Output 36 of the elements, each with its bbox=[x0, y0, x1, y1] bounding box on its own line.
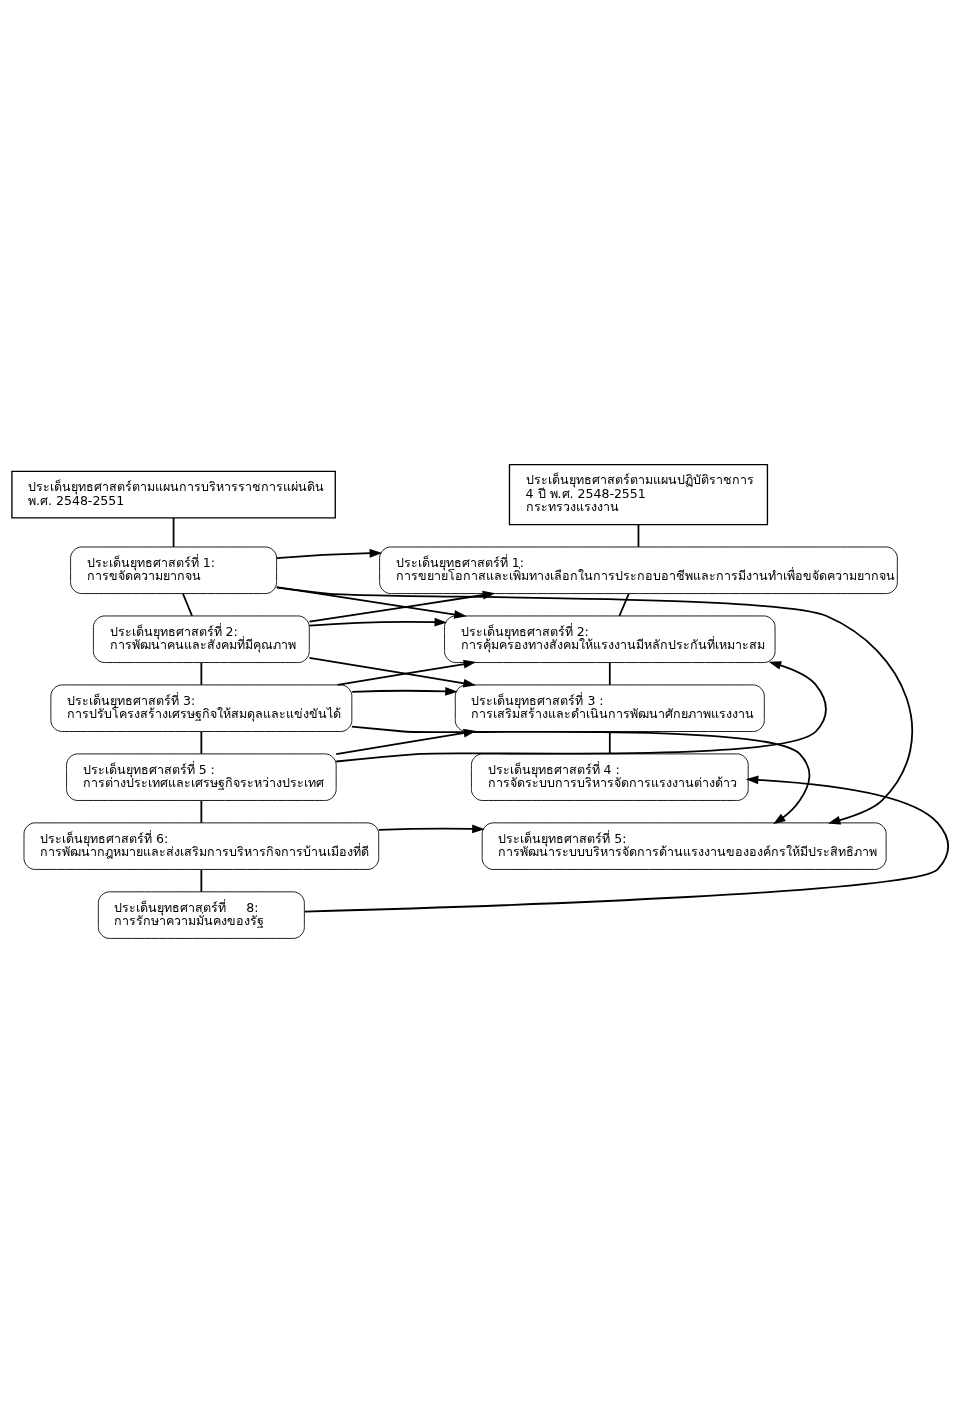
connector bbox=[608, 730, 611, 755]
arrow bbox=[276, 586, 914, 825]
connector bbox=[200, 868, 203, 893]
arrow bbox=[335, 661, 827, 763]
connector bbox=[200, 730, 203, 755]
connector bbox=[200, 662, 203, 686]
connector bbox=[172, 517, 175, 548]
arrow bbox=[351, 687, 458, 696]
arrow bbox=[336, 659, 477, 686]
node-box: ประเด็นยุทธศาสตร์ที่ 5 : การต่างประเทศและเศรษฐกิจระหว่างประเทศ bbox=[66, 753, 337, 801]
node-box: ประเด็นยุทธศาสตร์ที่ 3 : การเสริมสร้างและดำเนินการพัฒนาศักยภาพแรงงาน bbox=[454, 684, 765, 732]
node-box: ประเด็นยุทธศาสตร์ที่ 1: การขยายโอกาสและเพิ่มทางเลือกในการประกอบอาชีพและการมีงานทำเพื่อขจัดความยากจน bbox=[379, 546, 898, 595]
connector bbox=[618, 593, 630, 617]
arrow bbox=[377, 824, 485, 834]
arrow bbox=[335, 728, 477, 755]
node-box: ประเด็นยุทธศาสตร์ที่ 3: การปรับโครงสร้างเศรษฐกิจให้สมดุลและแข่งขันได้ bbox=[50, 684, 353, 732]
connector bbox=[182, 593, 193, 617]
arrow bbox=[308, 617, 448, 627]
connector bbox=[637, 523, 640, 548]
node-box: ประเด็นยุทธศาสตร์ที่ 5: การพัฒนาระบบบริหารจัดการด้านแรงงานขององค์กรให้มีประสิทธิภาพ bbox=[481, 822, 887, 870]
node-box: ประเด็นยุทธศาสตร์ตามแผนการบริหารราชการแผ่นดิน พ.ศ. 2548-2551 bbox=[11, 470, 336, 519]
arrow bbox=[303, 775, 949, 913]
node-box: ประเด็นยุทธศาสตร์ที่ 4 : การจัดระบบการบริหารจัดการแรงงานต่างด้าว bbox=[470, 753, 749, 801]
arrow bbox=[308, 657, 476, 688]
node-box: ประเด็นยุทธศาสตร์ที่ 8: การรักษาความมั่นคงของรัฐ bbox=[97, 891, 305, 939]
node-box: ประเด็นยุทธศาสตร์ที่ 6: การพัฒนากฎหมายและส่งเสริมการบริหารกิจการบ้านเมืองที่ดี bbox=[23, 822, 380, 870]
arrow bbox=[275, 548, 383, 560]
connector bbox=[200, 799, 203, 824]
node-box: ประเด็นยุทธศาสตร์ที่ 2: การคุ้มครองทางสังคมให้แรงงานมีหลักประกันที่เหมาะสม bbox=[444, 615, 776, 663]
connector bbox=[608, 662, 611, 686]
node-box: ประเด็นยุทธศาสตร์ที่ 1: การขจัดความยากจน bbox=[70, 546, 278, 595]
arrow bbox=[308, 590, 496, 623]
arrow bbox=[351, 725, 811, 825]
node-box: ประเด็นยุทธศาสตร์ตามแผนปฏิบัติราชการ 4 ปี พ.ศ. 2548-2551 กระทรวงแรงงาน bbox=[508, 463, 769, 526]
arrow bbox=[275, 586, 467, 619]
node-box: ประเด็นยุทธศาสตร์ที่ 2: การพัฒนาคนและสังคมที่มีคุณภาพ bbox=[92, 615, 310, 663]
